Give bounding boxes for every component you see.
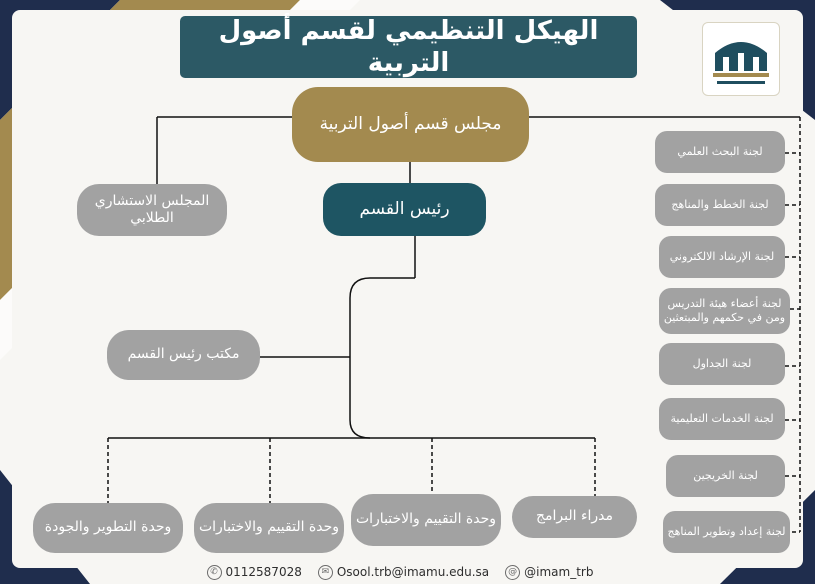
committee-plans-curricula: لجنة الخطط والمناهج [655, 184, 785, 226]
head-office: مكتب رئيس القسم [107, 330, 260, 380]
committee-curriculum-development: لجنة إعداد وتطوير المناهج [663, 511, 790, 553]
unit-program-directors: مدراء البرامج [512, 496, 637, 538]
email-contact[interactable]: ✉ Osool.trb@imamu.edu.sa [317, 564, 490, 580]
unit-evaluation-testing-2: وحدة التقييم والاختبارات [194, 503, 344, 553]
department-council: مجلس قسم أصول التربية [292, 87, 529, 162]
committee-graduates: لجنة الخريجين [666, 455, 785, 497]
page-title: الهيكل التنظيمي لقسم أصول التربية [180, 16, 637, 78]
social-handle[interactable]: @imam_trb [524, 565, 594, 579]
contact-footer: ✆ 0112587028 ✉ Osool.trb@imamu.edu.sa @ … [160, 562, 640, 582]
student-advisory-council: المجلس الاستشاري الطلابي [77, 184, 227, 236]
university-logo-icon [713, 42, 769, 84]
phone-number: 0112587028 [225, 565, 302, 579]
university-logo [702, 22, 780, 96]
phone-icon: ✆ [206, 564, 222, 580]
committee-educational-services: لجنة الخدمات التعليمية [659, 398, 785, 440]
unit-development-quality: وحدة التطوير والجودة [33, 503, 183, 553]
social-contact[interactable]: @ @imam_trb [505, 564, 594, 580]
unit-evaluation-testing-1: وحدة التقييم والاختبارات [351, 494, 501, 546]
phone-contact: ✆ 0112587028 [206, 564, 302, 580]
email-icon: ✉ [317, 564, 333, 580]
committee-e-advising: لجنة الإرشاد الالكتروني [659, 236, 785, 278]
committee-schedules: لجنة الجداول [659, 343, 785, 385]
department-head: رئيس القسم [323, 183, 486, 236]
email-address[interactable]: Osool.trb@imamu.edu.sa [336, 565, 490, 579]
committee-faculty-members: لجنة أعضاء هيئة التدريس ومن في حكمهم وال… [659, 288, 790, 334]
committee-research: لجنة البحث العلمي [655, 131, 785, 173]
at-icon: @ [505, 564, 521, 580]
